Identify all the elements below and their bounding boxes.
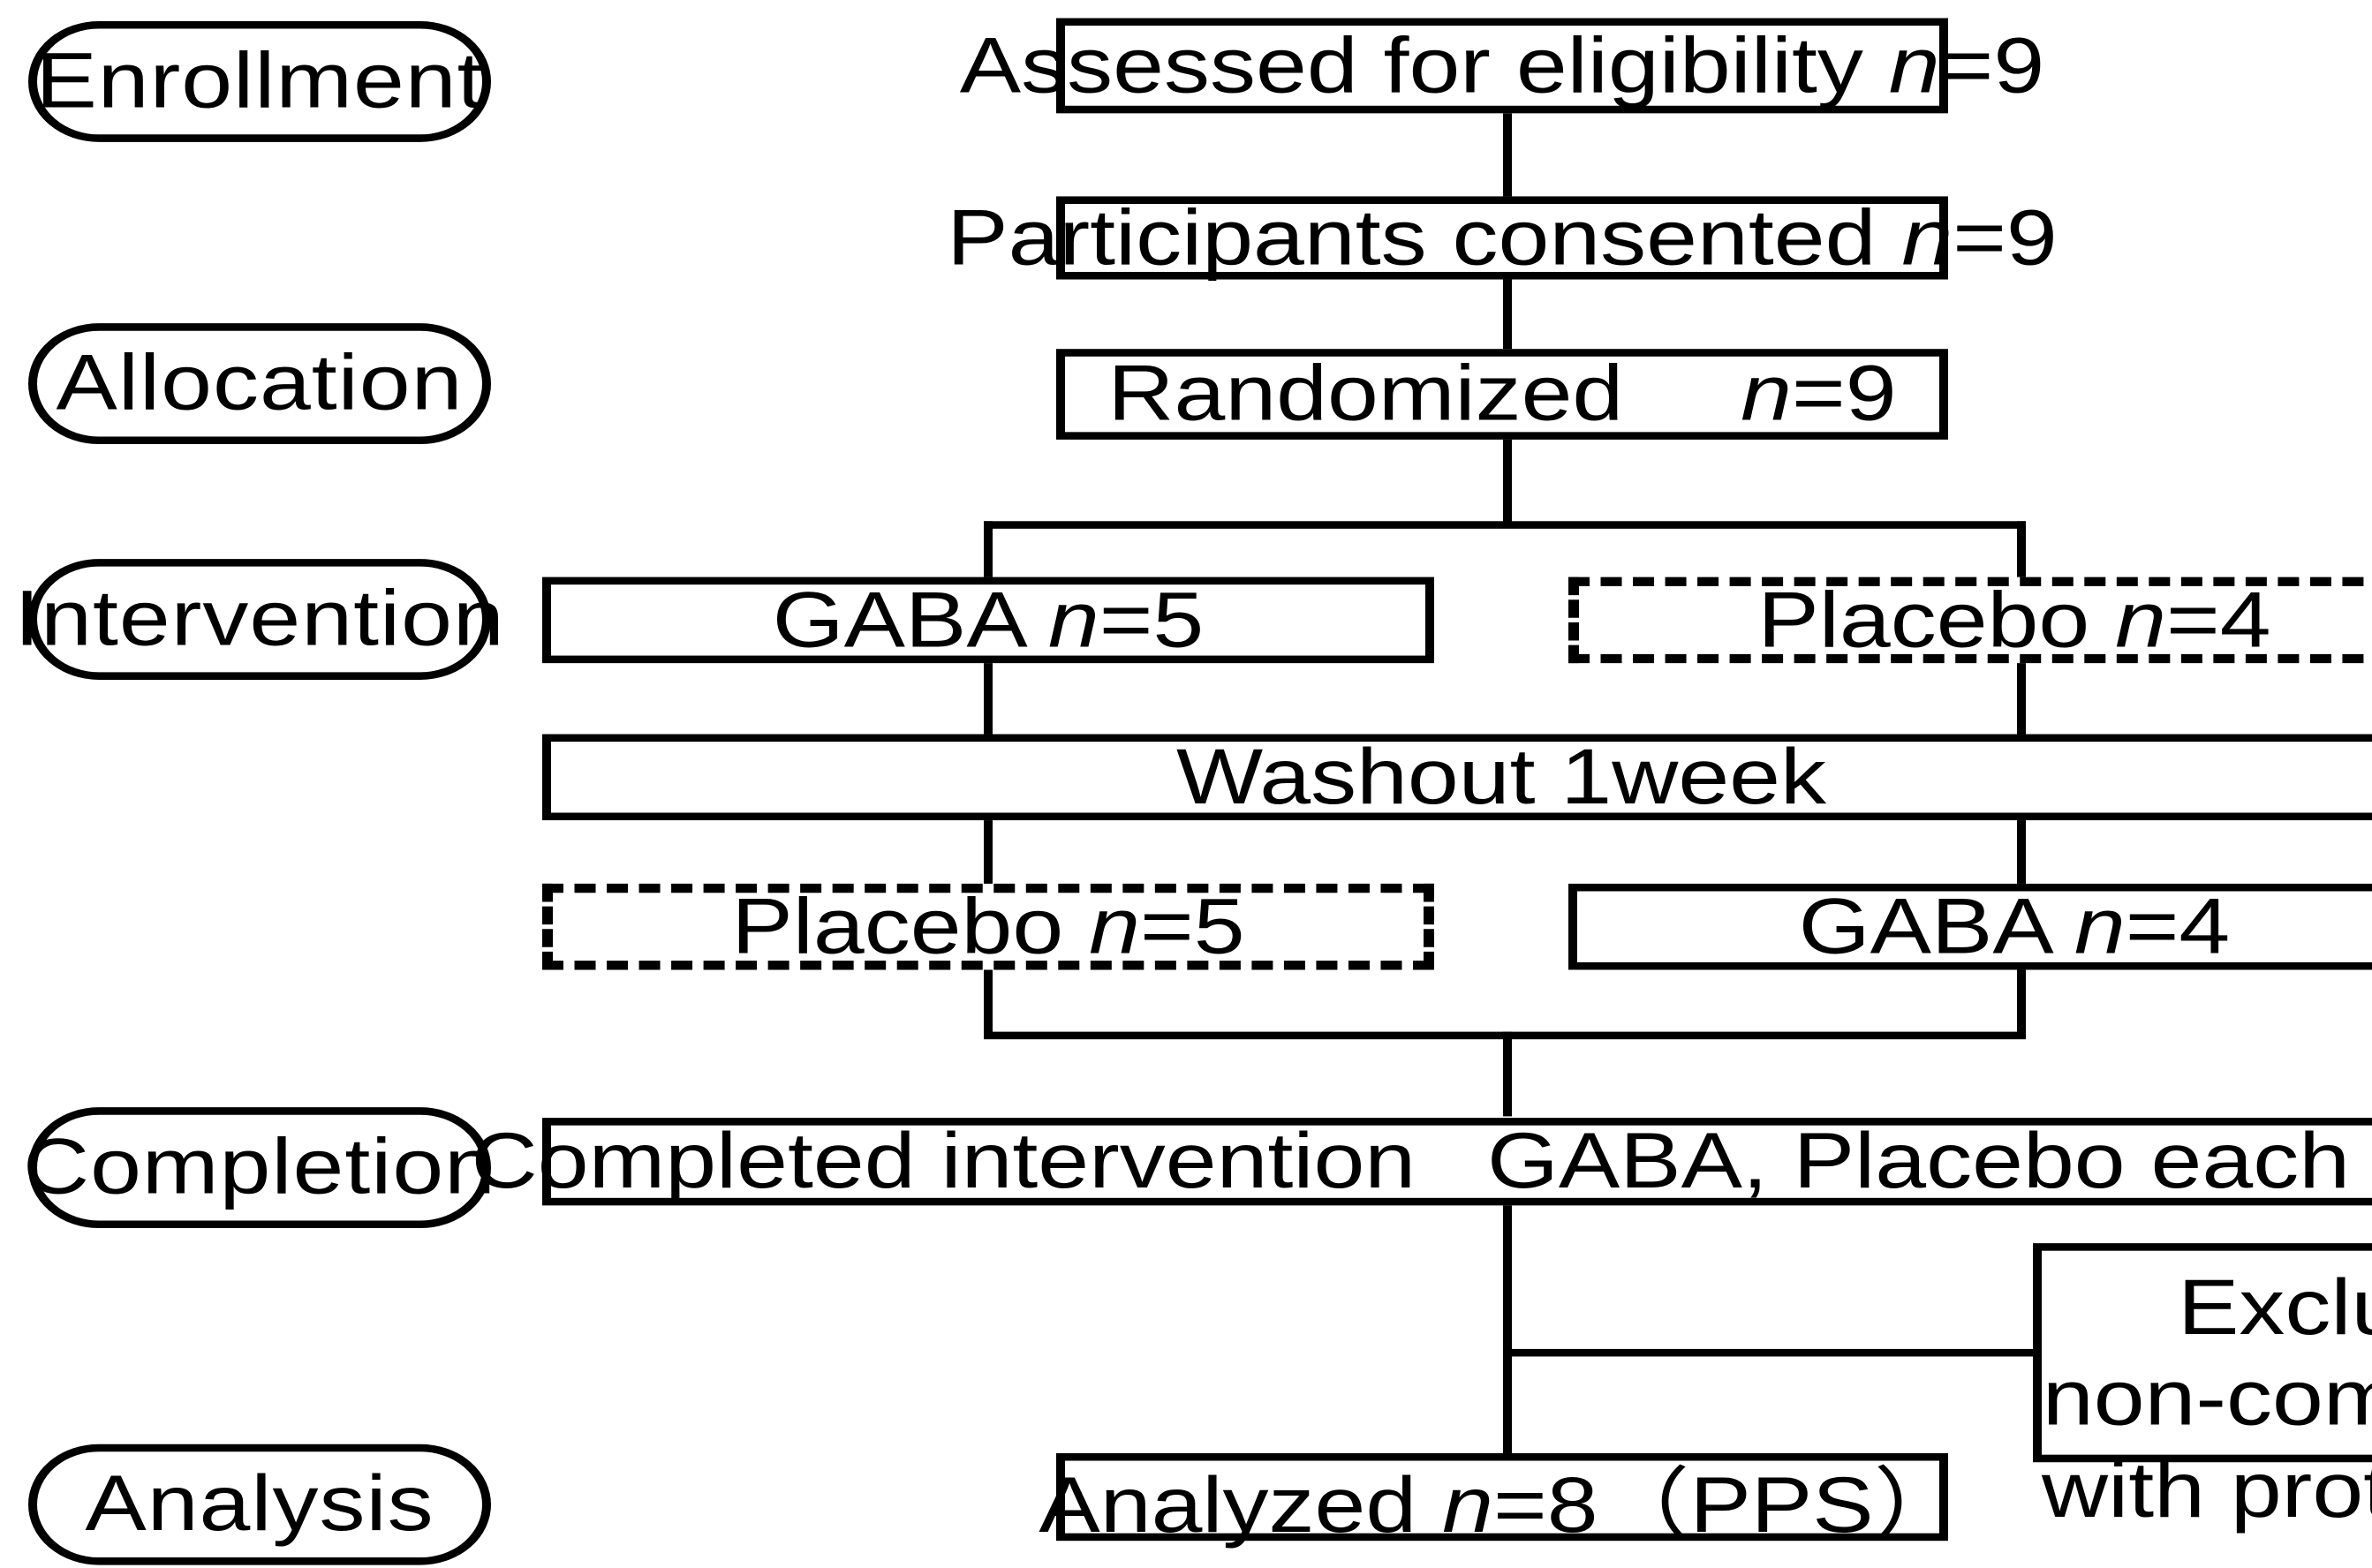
stage-label-intervention: Intervention <box>14 559 504 680</box>
connector-placebo2-merge-drop <box>984 963 993 1037</box>
connector-gaba1-to-washout <box>984 658 993 737</box>
stage-label-intervention-text: Intervention <box>14 575 505 664</box>
connector-allocation-split-bar <box>984 521 2026 529</box>
connector-completion-to-analysis <box>1503 1205 1512 1455</box>
node-period2-placebo-text: Placebo n=5 <box>731 883 1245 971</box>
connector-washout-to-placebo2 <box>984 815 993 894</box>
connector-split-to-gaba <box>984 521 993 582</box>
node-period2-gaba: GABA n=4 <box>1568 883 2372 971</box>
node-period1-gaba: GABA n=5 <box>542 577 1434 664</box>
connector-consented-to-randomized <box>1503 275 1512 354</box>
node-randomized: Randomized n=9 <box>1056 349 1948 440</box>
node-washout-text: Washout 1week <box>1175 733 1827 821</box>
node-completed-text: Completed intervention GABA, Placebo eac… <box>471 1118 2372 1206</box>
node-completed-intervention: Completed intervention GABA, Placebo eac… <box>472 1118 2372 1206</box>
stage-label-enrollment-text: Enrollment <box>35 37 484 126</box>
node-excluded: Excluded non-compliance with protocol (n… <box>2033 1243 2372 1534</box>
node-period2-placebo: Placebo n=5 <box>542 883 1434 971</box>
node-analyzed: Analyzed n=8（PPS） <box>1039 1452 1966 1549</box>
connector-washout-to-gaba2 <box>2017 815 2026 894</box>
node-period1-gaba-text: GABA n=5 <box>772 576 1205 664</box>
node-consented-text: Participants consented n=9 <box>947 193 2058 283</box>
connector-gaba2-merge-drop <box>2017 963 2026 1037</box>
connector-placebo1-to-washout <box>2017 658 2026 737</box>
stage-label-allocation: Allocation <box>28 323 491 445</box>
stage-label-completion: Completion <box>23 1107 495 1229</box>
node-analyzed-text: Analyzed n=8（PPS） <box>1039 1461 1966 1549</box>
node-period1-placebo: Placebo n=4 <box>1568 577 2372 664</box>
stage-label-analysis-text: Analysis <box>85 1460 434 1549</box>
node-excluded-line-1: Excluded <box>2178 1264 2372 1353</box>
stage-label-allocation-text: Allocation <box>56 339 464 428</box>
stage-label-analysis: Analysis <box>28 1444 491 1565</box>
node-assessed-text: Assessed for eligibility n=9 <box>959 21 2045 110</box>
connector-merge-to-completion <box>1503 1031 1512 1117</box>
node-period1-placebo-text: Placebo n=4 <box>1757 576 2271 664</box>
node-excluded-line-2: non-compliance <box>2042 1355 2372 1444</box>
stage-label-completion-text: Completion <box>22 1123 497 1212</box>
node-period2-gaba-text: GABA n=4 <box>1798 883 2231 971</box>
connector-randomized-stem <box>1503 434 1512 526</box>
connector-split-to-placebo <box>2017 521 2026 582</box>
connector-completion-to-excluded <box>1503 1348 2036 1357</box>
node-randomized-text: Randomized n=9 <box>1107 350 1897 439</box>
node-excluded-line-3: with protocol (n=1) <box>2042 1446 2372 1534</box>
node-assessed-for-eligibility: Assessed for eligibility n=9 <box>960 18 2044 114</box>
node-washout: Washout 1week <box>542 733 2372 821</box>
stage-label-enrollment: Enrollment <box>28 20 491 142</box>
node-participants-consented: Participants consented n=9 <box>947 194 2058 282</box>
connector-assessed-to-consented <box>1503 113 1512 201</box>
